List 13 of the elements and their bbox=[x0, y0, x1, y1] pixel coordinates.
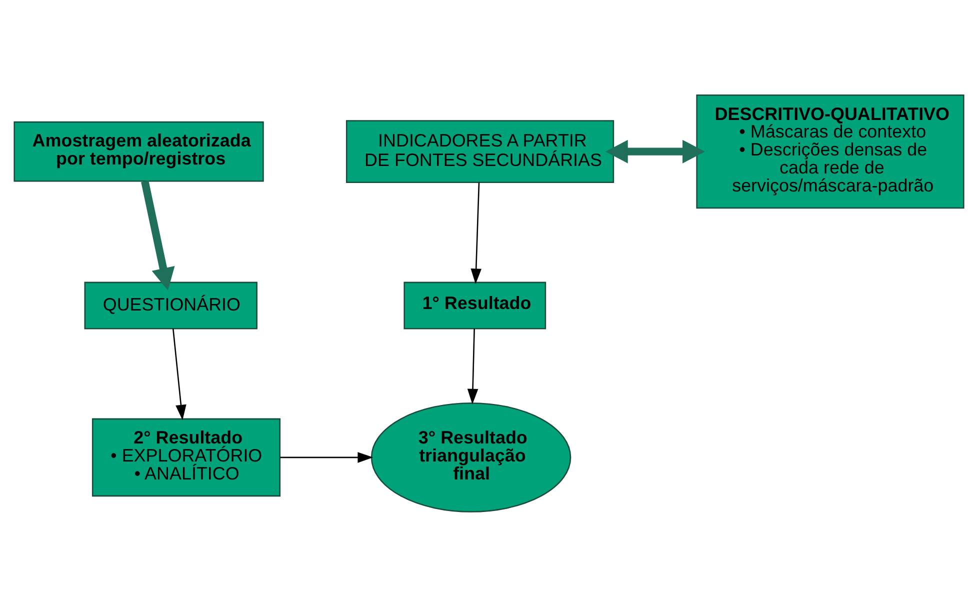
node-box: 2° Resultado • EXPLORATÓRIO • ANALÍTICO bbox=[91, 418, 280, 496]
node-box: 1° Resultado bbox=[403, 281, 546, 329]
node-box: DESCRITIVO-QUALITATIVO • Máscaras de contexto • Descrições densas de cada rede de serviços/máscara-padrão bbox=[696, 94, 964, 208]
arrow bbox=[604, 139, 704, 163]
node-box: INDICADORES A PARTIR DE FONTES SECUNDÁRIAS bbox=[345, 120, 614, 182]
arrow bbox=[140, 180, 174, 290]
node-box: QUESTIONÁRIO bbox=[84, 281, 257, 329]
arrow bbox=[280, 452, 373, 462]
arrow bbox=[466, 328, 478, 404]
node-ellipse: 3° Resultado triangulação final bbox=[370, 402, 571, 512]
node-box: Amostragem aleatorizada por tempo/registros bbox=[13, 120, 264, 182]
arrow bbox=[470, 182, 481, 284]
arrow bbox=[172, 328, 186, 420]
